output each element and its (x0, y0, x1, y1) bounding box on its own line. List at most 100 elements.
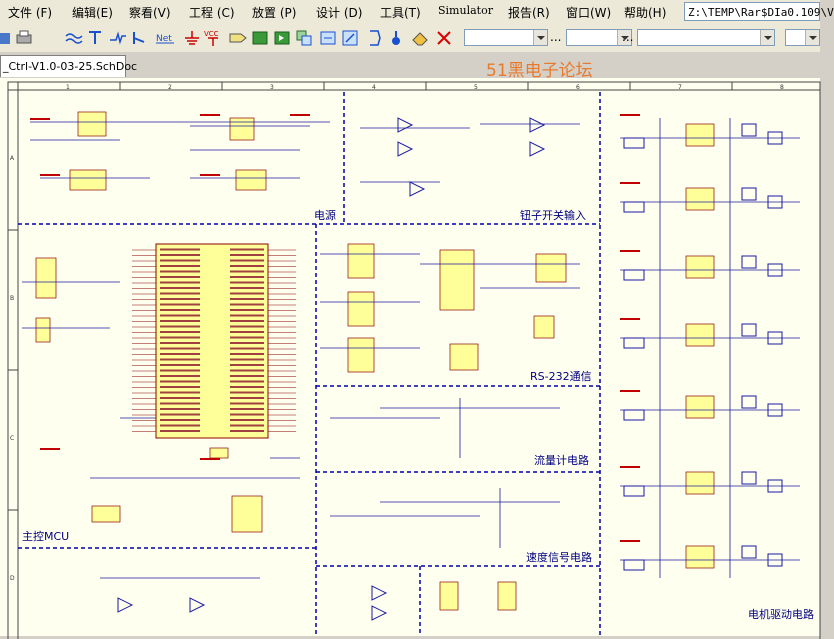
mcu-pin-label (230, 254, 264, 256)
probe-icon[interactable] (386, 28, 406, 48)
bus-entry-icon[interactable] (108, 28, 128, 48)
mcu-pin-label (160, 287, 200, 289)
port-icon[interactable] (228, 28, 248, 48)
mcu-pins (132, 248, 296, 432)
power-port-icon[interactable] (130, 28, 150, 48)
ic-component (91, 505, 121, 523)
label-motor-drive: 电机驱动电路 (748, 607, 814, 621)
menu-window[interactable]: 窗口(W) (566, 6, 612, 20)
ground-icon[interactable] (182, 28, 202, 48)
toolbar-combo-3[interactable] (637, 29, 775, 46)
harness-icon[interactable] (318, 28, 338, 48)
directive-icon[interactable] (364, 28, 384, 48)
op-amp (529, 117, 546, 133)
ruler-number: 7 (678, 84, 682, 91)
ic-component (231, 495, 263, 533)
component-icon[interactable] (294, 28, 314, 48)
power-label (620, 466, 640, 468)
ic-component (685, 123, 715, 147)
forum-watermark: 51黑电子论坛 (486, 61, 593, 81)
mcu-pin-label (230, 380, 264, 383)
menu-place[interactable]: 放置 (P) (252, 6, 297, 20)
mcu-pin-label (230, 413, 264, 416)
vcc-icon[interactable]: VCC (202, 28, 226, 48)
toolbar-ellipsis-2[interactable]: ... (622, 30, 634, 44)
net-label-icon[interactable]: Net (154, 28, 178, 48)
mcu-pin-label (230, 325, 264, 328)
connector (623, 137, 645, 149)
sheet-symbol-icon[interactable] (250, 28, 270, 48)
mcu-pin-label (230, 336, 264, 339)
mcu-pin-label (160, 402, 200, 405)
mcu-pin-label (230, 419, 264, 421)
mcu-pin-label (160, 430, 200, 432)
toolbar-combo-1[interactable] (464, 29, 548, 46)
ruler-letter: A (10, 155, 15, 162)
ic-component (347, 291, 375, 327)
power-label (620, 390, 640, 392)
op-amp (371, 585, 388, 601)
ruler-letter: C (10, 435, 14, 442)
op-amp (397, 141, 414, 157)
ic-component (209, 447, 229, 459)
ic-component (35, 257, 57, 299)
mcu-pin-label (230, 375, 264, 377)
sheet-ref-icon[interactable] (340, 28, 360, 48)
no-erc-icon[interactable] (434, 28, 454, 48)
mcu-pin-label (230, 281, 264, 284)
toolbar-ellipsis-1[interactable]: ... (550, 30, 562, 44)
mcu-pin-label (160, 380, 200, 383)
menu-view[interactable]: 察看(V) (129, 6, 171, 20)
document-tab[interactable]: _Ctrl-V1.0-03-25.SchDoc (0, 55, 137, 77)
mcu-pin-label (230, 358, 264, 361)
print-icon[interactable] (14, 28, 34, 48)
path-combo[interactable]: Z:\TEMP\Rar$DIa0.109\V (684, 2, 834, 21)
ic-component (535, 253, 567, 283)
menu-reports[interactable]: 报告(R) (508, 6, 550, 20)
ic-component (35, 317, 51, 343)
ic-component (347, 243, 375, 279)
menu-edit[interactable]: 编辑(E) (72, 6, 113, 20)
power-label (200, 458, 220, 460)
bus-icon[interactable] (86, 28, 106, 48)
toolbar-combo-4[interactable] (785, 29, 820, 46)
ruler-number: 1 (66, 84, 70, 91)
optocoupler (741, 323, 757, 337)
optocoupler (741, 545, 757, 559)
mcu-pin-label (230, 292, 264, 295)
ic-component (497, 581, 517, 611)
menu-project[interactable]: 工程 (C) (189, 6, 235, 20)
mcu-pin-label (160, 281, 200, 284)
menu-simulator[interactable]: Simulator (438, 4, 493, 17)
mcu-pin-label (230, 353, 264, 355)
eraser-icon[interactable] (410, 28, 430, 48)
mcu-pin-label (160, 375, 200, 377)
menu-tools[interactable]: 工具(T) (380, 6, 421, 20)
mcu-pin-label (160, 397, 200, 399)
power-label (620, 182, 640, 184)
menu-file[interactable]: 文件 (F) (8, 6, 53, 20)
menu-help[interactable]: 帮助(H) (624, 6, 667, 20)
mcu-pin-label (230, 364, 264, 366)
optocoupler (741, 471, 757, 485)
label-rs232: RS-232通信 (530, 370, 592, 383)
ic-component (685, 545, 715, 569)
mcu-pin-label (160, 408, 200, 410)
sheet-entry-icon[interactable] (272, 28, 292, 48)
menu-design[interactable]: 设计 (D) (316, 6, 363, 20)
folder-icon[interactable] (0, 28, 14, 48)
mcu-pin-label (160, 259, 200, 262)
power-label (290, 114, 310, 116)
power-label (620, 318, 640, 320)
optocoupler (741, 255, 757, 269)
mcu-pin-label (160, 358, 200, 361)
menu-bar: 文件 (F) 编辑(E) 察看(V) 工程 (C) 放置 (P) 设计 (D) … (0, 0, 834, 25)
toolbar-combo-2[interactable] (566, 29, 632, 46)
wire-network (22, 118, 800, 579)
mcu-pin-label (230, 265, 264, 267)
mcu-pin-label (230, 342, 264, 344)
wire-icon[interactable] (64, 28, 84, 48)
